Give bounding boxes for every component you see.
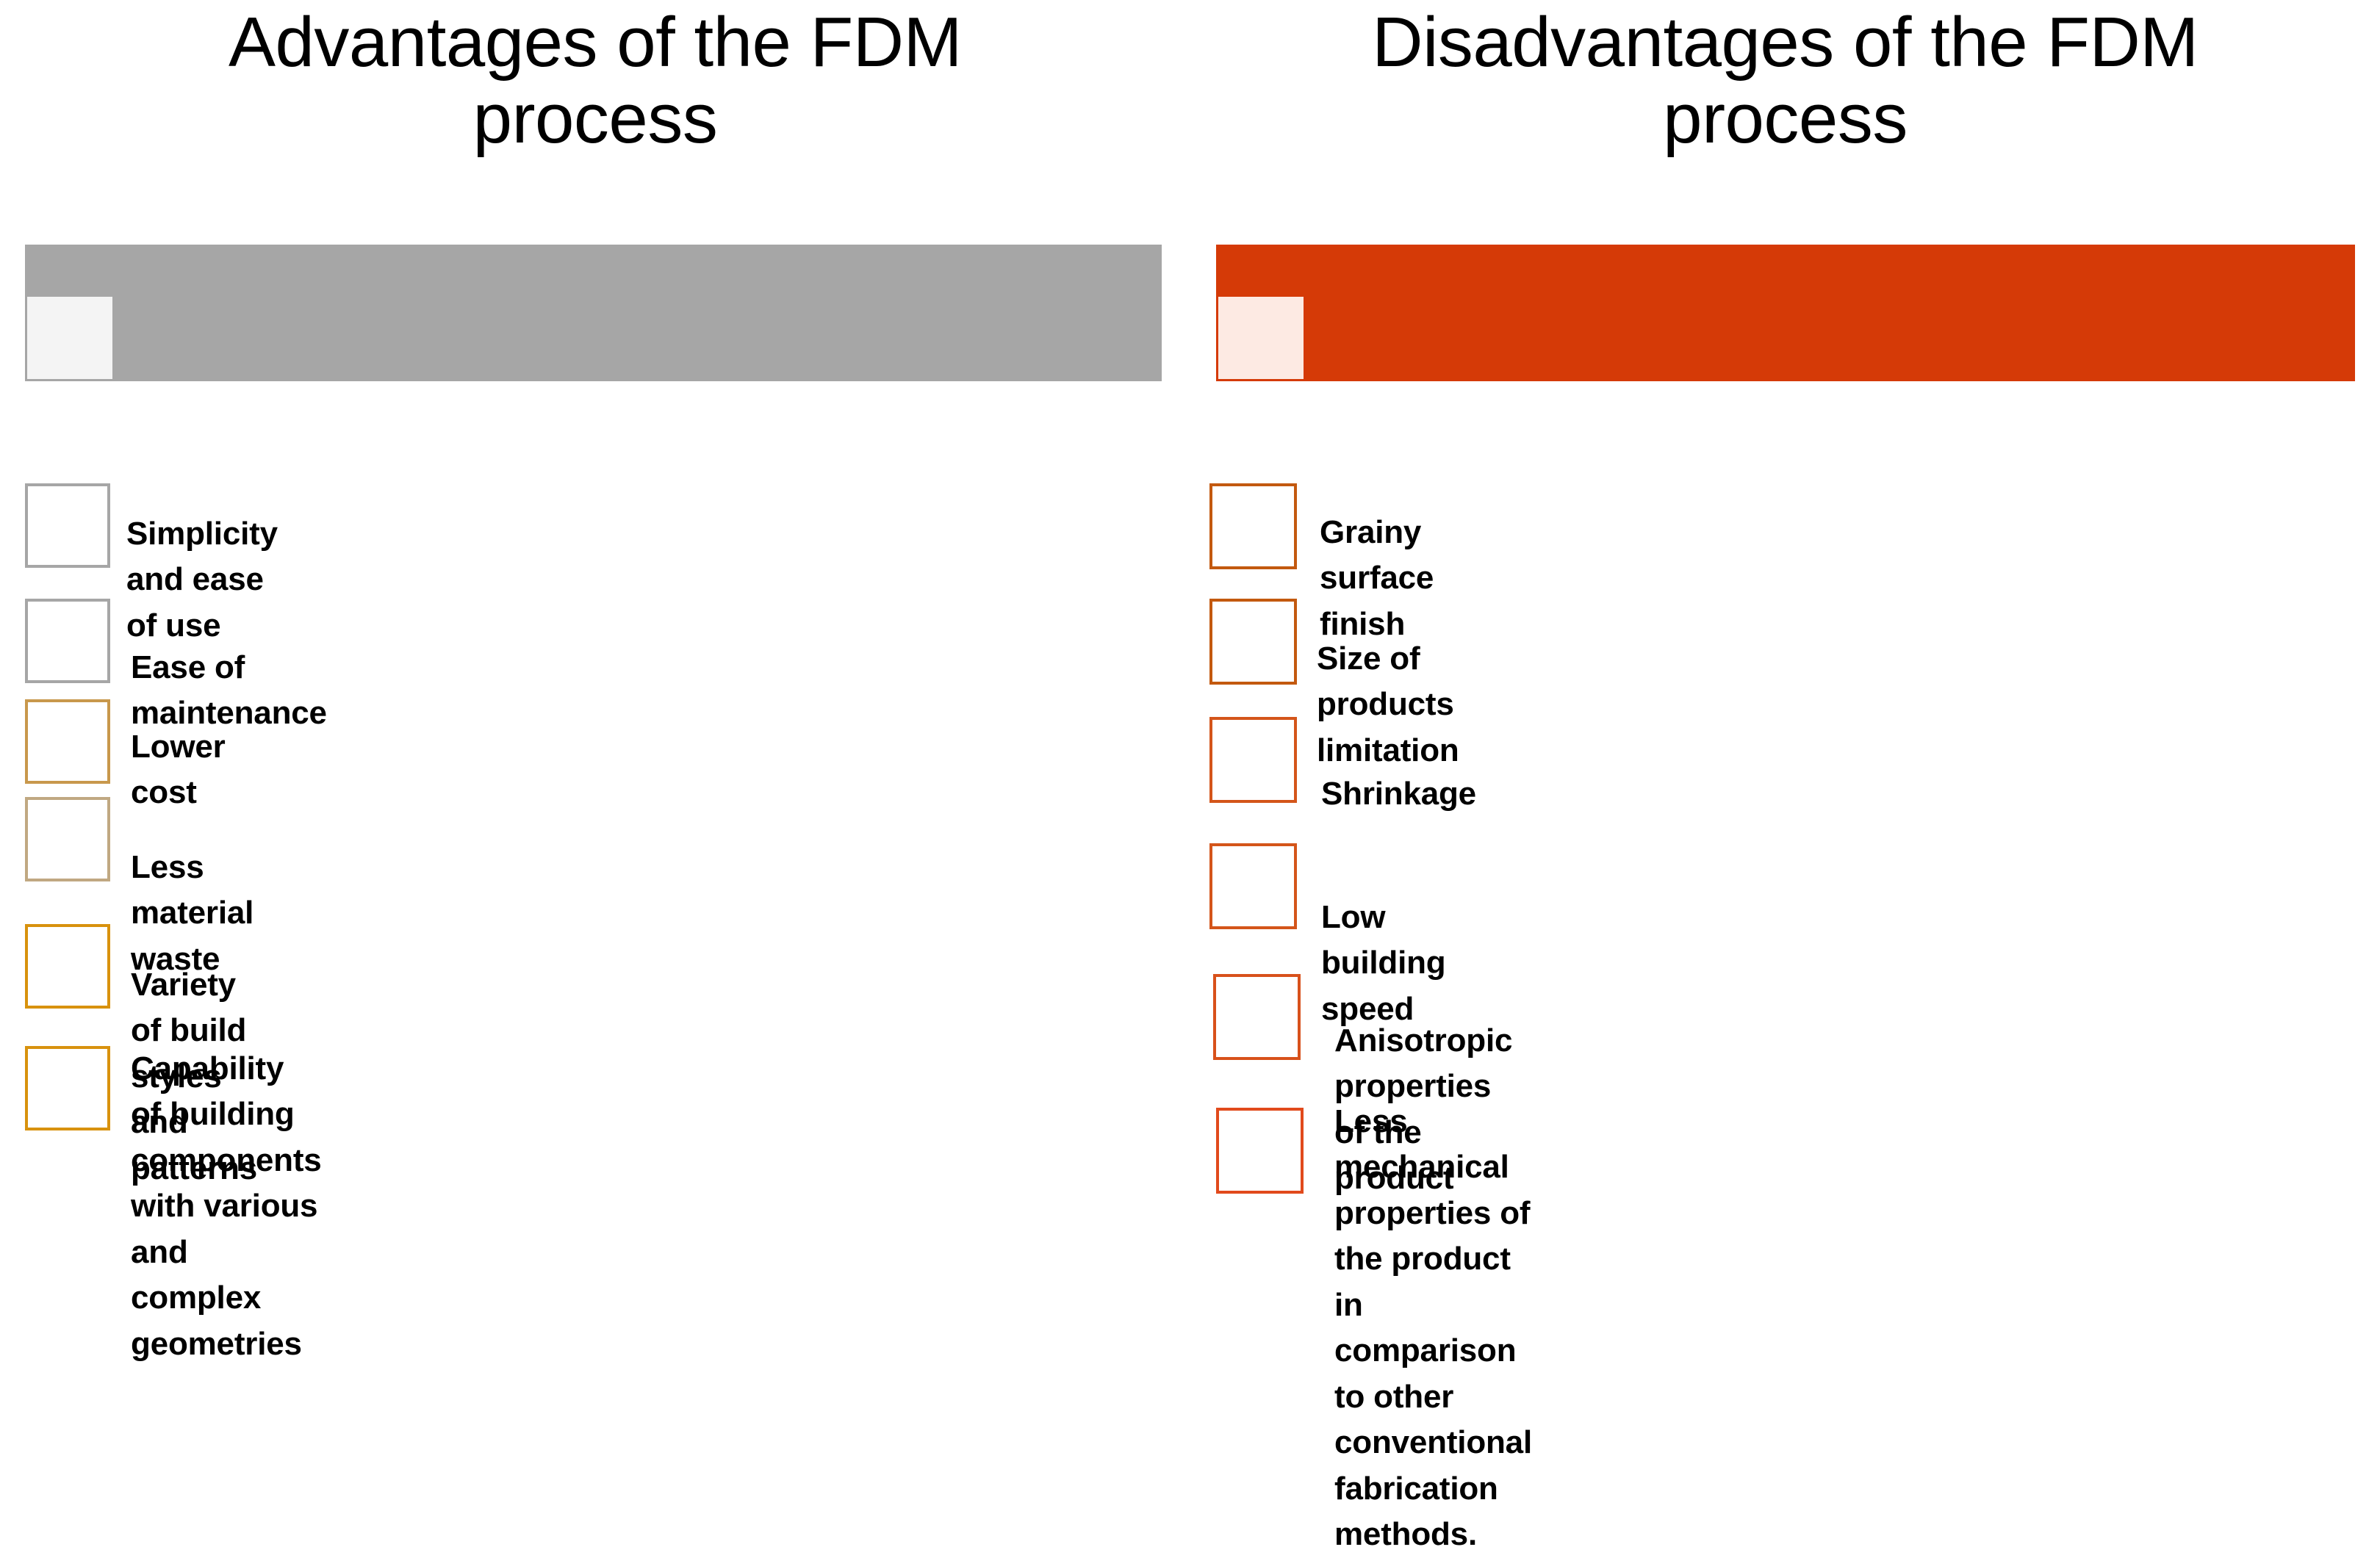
checkbox-icon[interactable]: [1209, 599, 1297, 685]
list-item-label: Variety of build styles and patterns: [131, 967, 257, 1186]
advantages-title: Advantages of the FDM process: [228, 3, 963, 158]
checkbox-icon[interactable]: [25, 797, 110, 881]
advantages-header-swatch: [27, 297, 112, 379]
list-item-label: Ease of maintenance: [131, 649, 327, 732]
column-advantages: Advantages of the FDM process Simplicity…: [0, 0, 1190, 1362]
checkbox-icon[interactable]: [25, 1046, 110, 1130]
list-item-label: Capability of building components with v…: [131, 1050, 322, 1362]
checkbox-icon[interactable]: [1213, 974, 1301, 1060]
list-item-label: Size of products limitation: [1317, 641, 1459, 768]
list-item-label: Grainy surface finish: [1320, 514, 1434, 642]
column-disadvantages: Disadvantages of the FDM process Grainy …: [1190, 0, 2380, 1552]
checkbox-icon[interactable]: [1216, 1108, 1304, 1194]
list-item-label: Lower cost: [131, 729, 226, 811]
disadvantages-header-swatch: [1218, 297, 1304, 379]
list-item-label: Simplicity and ease of use: [126, 516, 278, 643]
checkbox-icon[interactable]: [1209, 717, 1297, 803]
checkbox-icon[interactable]: [1209, 483, 1297, 569]
checkbox-icon[interactable]: [25, 924, 110, 1009]
list-item-label: Less material waste: [131, 849, 254, 977]
list-item-label: Less mechanical properties of the produc…: [1334, 1103, 1532, 1553]
list-item-label: Low building speed: [1321, 899, 1446, 1027]
checkbox-icon[interactable]: [25, 483, 110, 568]
advantages-header-bar: [25, 245, 1162, 381]
disadvantages-title: Disadvantages of the FDM process: [1372, 3, 2199, 158]
checkbox-icon[interactable]: [25, 599, 110, 683]
checkbox-icon[interactable]: [1209, 843, 1297, 929]
disadvantages-header-bar: [1216, 245, 2355, 381]
checkbox-icon[interactable]: [25, 699, 110, 784]
list-item-label: Shrinkage: [1321, 776, 1476, 812]
list-item-label: Anisotropic properties of the product: [1334, 1023, 1513, 1197]
